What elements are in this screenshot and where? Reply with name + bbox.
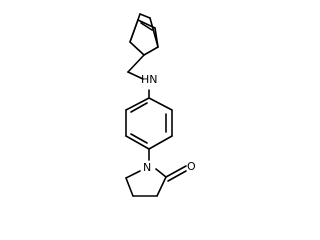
amine-label: HN	[141, 73, 158, 86]
aromatic-inner-bond	[130, 133, 148, 144]
bond	[125, 177, 134, 197]
bond	[143, 46, 159, 56]
structure-drawing: HN N O	[125, 13, 196, 197]
bond	[127, 71, 144, 80]
aromatic-inner-bond	[130, 102, 148, 113]
bond	[139, 13, 151, 19]
molecule-diagram: HN N O	[125, 13, 196, 197]
carbonyl-oxygen-label: O	[187, 160, 196, 173]
bond	[155, 168, 167, 178]
bond	[156, 176, 167, 197]
bond	[127, 54, 145, 73]
pyrrolidinone-ring	[125, 165, 187, 197]
double-bond-inner	[140, 22, 153, 31]
bond	[125, 97, 150, 111]
bond	[125, 135, 150, 150]
bond	[149, 17, 159, 48]
benzene-ring	[125, 89, 173, 161]
bond	[148, 135, 173, 150]
carbonyl-bond-double	[167, 170, 187, 182]
bond	[129, 13, 141, 43]
bond	[148, 97, 173, 111]
carbonyl-bond	[165, 165, 187, 178]
bond	[125, 170, 141, 179]
bicyclic-norbornene	[127, 13, 159, 80]
ring-nitrogen-label: N	[143, 161, 151, 174]
bond	[129, 41, 145, 56]
